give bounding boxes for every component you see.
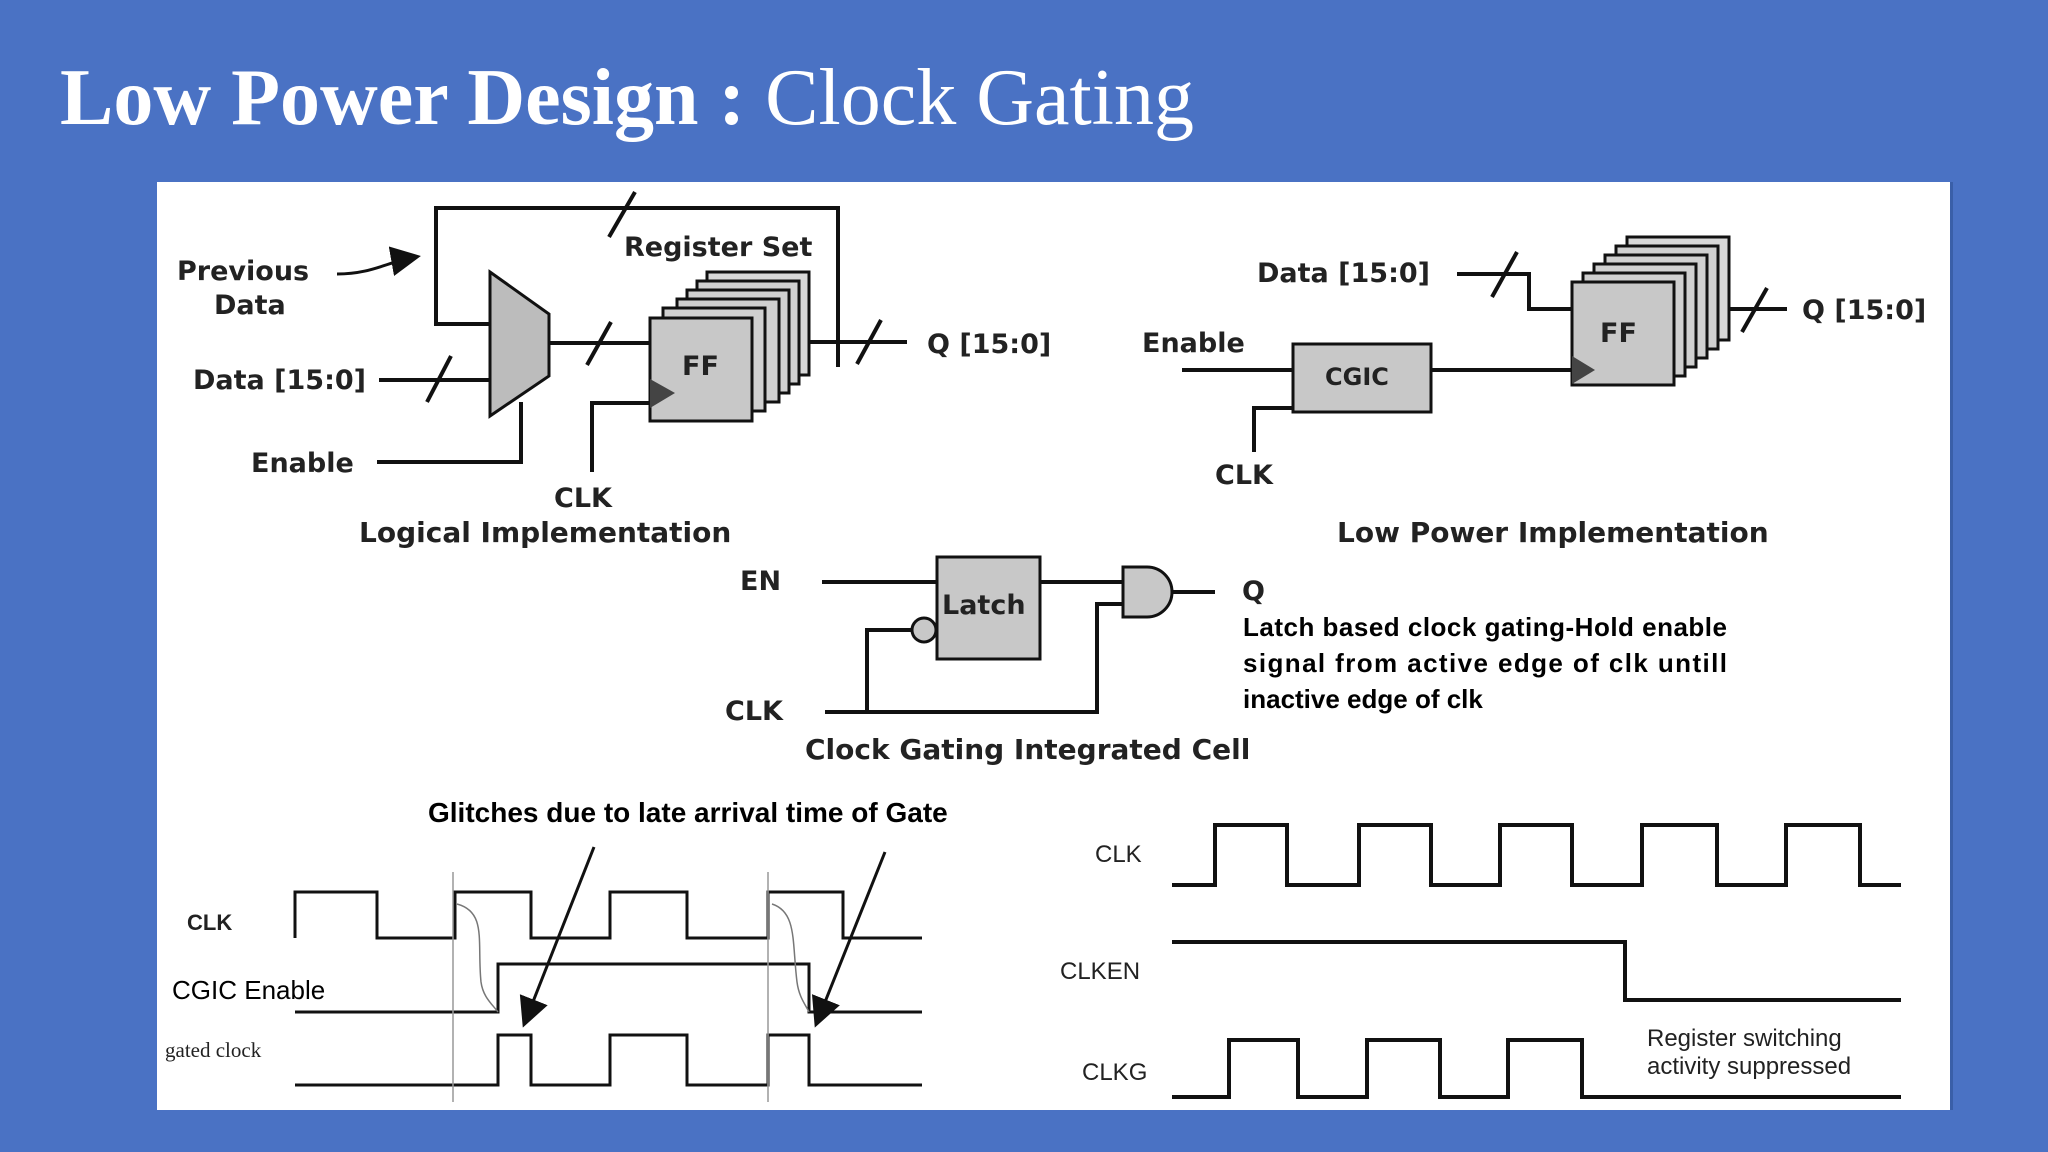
clken-waveform <box>1172 940 1901 1002</box>
q-output-label: Q [15:0] <box>927 329 1051 360</box>
cgic-label: CGIC <box>1325 363 1389 391</box>
clk-label: CLK <box>554 483 613 514</box>
suppression-note-line: Register switching <box>1647 1025 1842 1052</box>
mux-shape <box>488 269 551 419</box>
delay-curve <box>456 903 499 1013</box>
bus-slash <box>1490 251 1519 298</box>
latch-box <box>935 555 1042 661</box>
cgic-note-line: signal from active edge of clk untill <box>1243 648 1727 678</box>
clkg-waveform <box>1172 1038 1901 1099</box>
data-input-label: Data [15:0] <box>193 365 366 396</box>
clk-wire <box>590 401 650 472</box>
clk-waveform <box>1172 823 1901 887</box>
previous-data-label: Previous <box>177 256 309 287</box>
suppression-note-line: activity suppressed <box>1647 1053 1851 1080</box>
ff-label: FF <box>1600 318 1637 349</box>
clk-wire <box>1252 406 1293 452</box>
glitch-timing-diagram <box>293 846 922 1102</box>
glitch-arrow-icon <box>519 846 596 1028</box>
latch-clk-wire <box>865 628 912 712</box>
low-power-caption: Low Power Implementation <box>1337 516 1769 549</box>
cgic-note-line: Latch based clock gating-Hold enable <box>1243 612 1727 642</box>
bus-slash <box>425 355 453 403</box>
glitch-arrow-icon <box>811 851 887 1028</box>
q-output-label: Q [15:0] <box>1802 295 1926 326</box>
data-input-wire <box>1457 272 1572 311</box>
bus-slash <box>585 321 613 366</box>
register-set-label: Register Set <box>624 232 812 263</box>
clk-label: CLK <box>187 910 232 935</box>
suppression-timing-diagram <box>1172 823 1901 1099</box>
previous-data-label: Data <box>214 290 286 321</box>
and-gate-icon <box>1121 565 1174 619</box>
clk-label: CLK <box>725 696 784 727</box>
logical-caption: Logical Implementation <box>359 516 731 549</box>
data-input-label: Data [15:0] <box>1257 258 1430 289</box>
ff-label: FF <box>682 351 719 382</box>
cgic-caption: Clock Gating Integrated Cell <box>805 733 1250 766</box>
bus-slash <box>607 190 637 239</box>
slide-title-bold: Low Power Design : <box>60 54 746 142</box>
clk-label: CLK <box>1095 841 1142 868</box>
slide-title-regular: Clock Gating <box>765 54 1194 142</box>
enable-label: Enable <box>1142 328 1245 359</box>
bus-slash <box>855 319 883 365</box>
enable-wire <box>377 402 523 464</box>
feedback-wire <box>434 206 840 367</box>
clock-gating-figure: Previous Data Register Set Data [15:0] E… <box>165 190 1926 1102</box>
clken-label: CLKEN <box>1060 958 1140 985</box>
bus-slash <box>1740 287 1769 333</box>
slide-title: Low Power Design : Clock Gating <box>60 50 1194 146</box>
previous-data-arrow <box>336 246 421 276</box>
cgic-enable-label: CGIC Enable <box>172 975 325 1005</box>
enable-waveform <box>295 962 922 1014</box>
diagram-panel: Previous Data Register Set Data [15:0] E… <box>157 182 1953 1110</box>
clk-wire <box>825 602 1123 714</box>
logical-implementation-diagram <box>336 190 907 472</box>
clkg-label: CLKG <box>1082 1059 1147 1086</box>
delay-curve <box>771 903 810 1013</box>
clk-label: CLK <box>1215 460 1274 491</box>
cgic-box <box>1291 342 1433 414</box>
cgic-cell-diagram <box>822 555 1215 714</box>
clock-triangle-icon <box>1572 356 1595 384</box>
ff-box <box>648 316 754 423</box>
q-label: Q <box>1242 576 1265 607</box>
low-power-implementation-diagram <box>1182 235 1787 452</box>
glitch-title: Glitches due to late arrival time of Gat… <box>428 797 948 828</box>
cgic-note-line: inactive edge of clk <box>1243 684 1483 714</box>
gated-clock-waveform <box>295 1033 922 1087</box>
en-label: EN <box>740 566 781 597</box>
gated-clock-label: gated clock <box>165 1038 262 1062</box>
inverter-bubble-icon <box>910 616 938 644</box>
latch-label: Latch <box>942 590 1026 621</box>
enable-label: Enable <box>251 448 354 479</box>
clock-triangle-icon <box>650 379 675 408</box>
clk-waveform <box>293 890 922 940</box>
